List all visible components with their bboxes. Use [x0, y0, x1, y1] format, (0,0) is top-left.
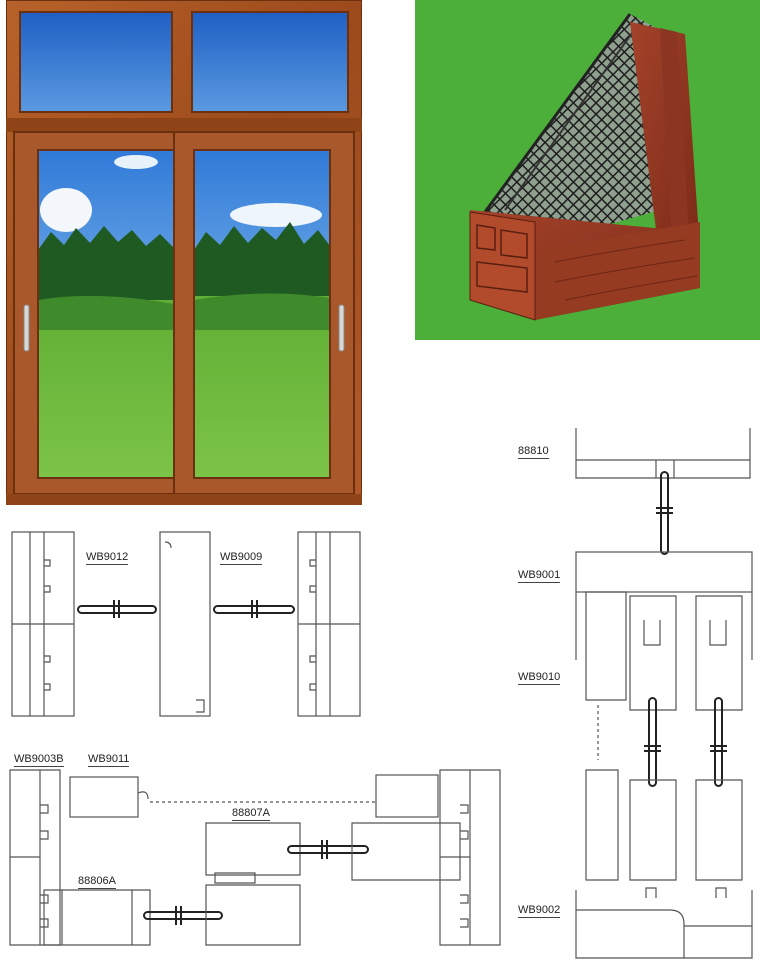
- profile-wb9012: [11, 531, 75, 717]
- label-wb9011: WB9011: [88, 753, 130, 767]
- profile-wb9002: [575, 887, 753, 959]
- profile-cross-section-icon: [415, 0, 760, 340]
- gasket-bar-right: [213, 600, 295, 618]
- vertical-section-diagram: 88810 WB9001 WB9010 WB9002: [510, 420, 760, 965]
- label-88806a: 88806A: [78, 875, 116, 889]
- profile-wb9001: [575, 551, 753, 660]
- label-88807a: 88807A: [232, 807, 270, 821]
- gasket-connector-top: [656, 471, 673, 555]
- profile-wb9003b: [9, 769, 61, 946]
- gasket-pair-vertical: [644, 697, 727, 787]
- sliding-window-photo-icon: [6, 0, 362, 505]
- gasket-bar-bottom: [143, 906, 223, 925]
- profile-right-frame: [351, 769, 501, 946]
- profile-88806a: [43, 889, 151, 946]
- horizontal-section-diagram: WB9003B WB9011 88807A 88806A: [0, 745, 510, 960]
- profile-wb9011: [69, 776, 149, 818]
- label-wb9010: WB9010: [518, 671, 561, 685]
- label-wb9009: WB9009: [220, 551, 263, 565]
- label-wb9002: WB9002: [518, 904, 561, 918]
- sash-profile-diagram: WB9012 WB9009: [0, 520, 370, 730]
- label-wb9003b: WB9003B: [14, 753, 64, 767]
- window-photo: [6, 0, 362, 505]
- profile-right: [297, 531, 361, 717]
- sash-bottom-group: [585, 769, 743, 881]
- gasket-bar-middle: [287, 840, 369, 859]
- cross-section-photo: [415, 0, 760, 340]
- profile-wb9009: [159, 531, 211, 717]
- profile-88810: [575, 428, 751, 479]
- label-wb9001: WB9001: [518, 569, 561, 583]
- label-wb9012: WB9012: [86, 551, 129, 565]
- profile-88807a: [205, 822, 301, 946]
- sash-top-group: [585, 591, 743, 711]
- gasket-bar-left: [77, 600, 157, 618]
- label-88810: 88810: [518, 445, 549, 459]
